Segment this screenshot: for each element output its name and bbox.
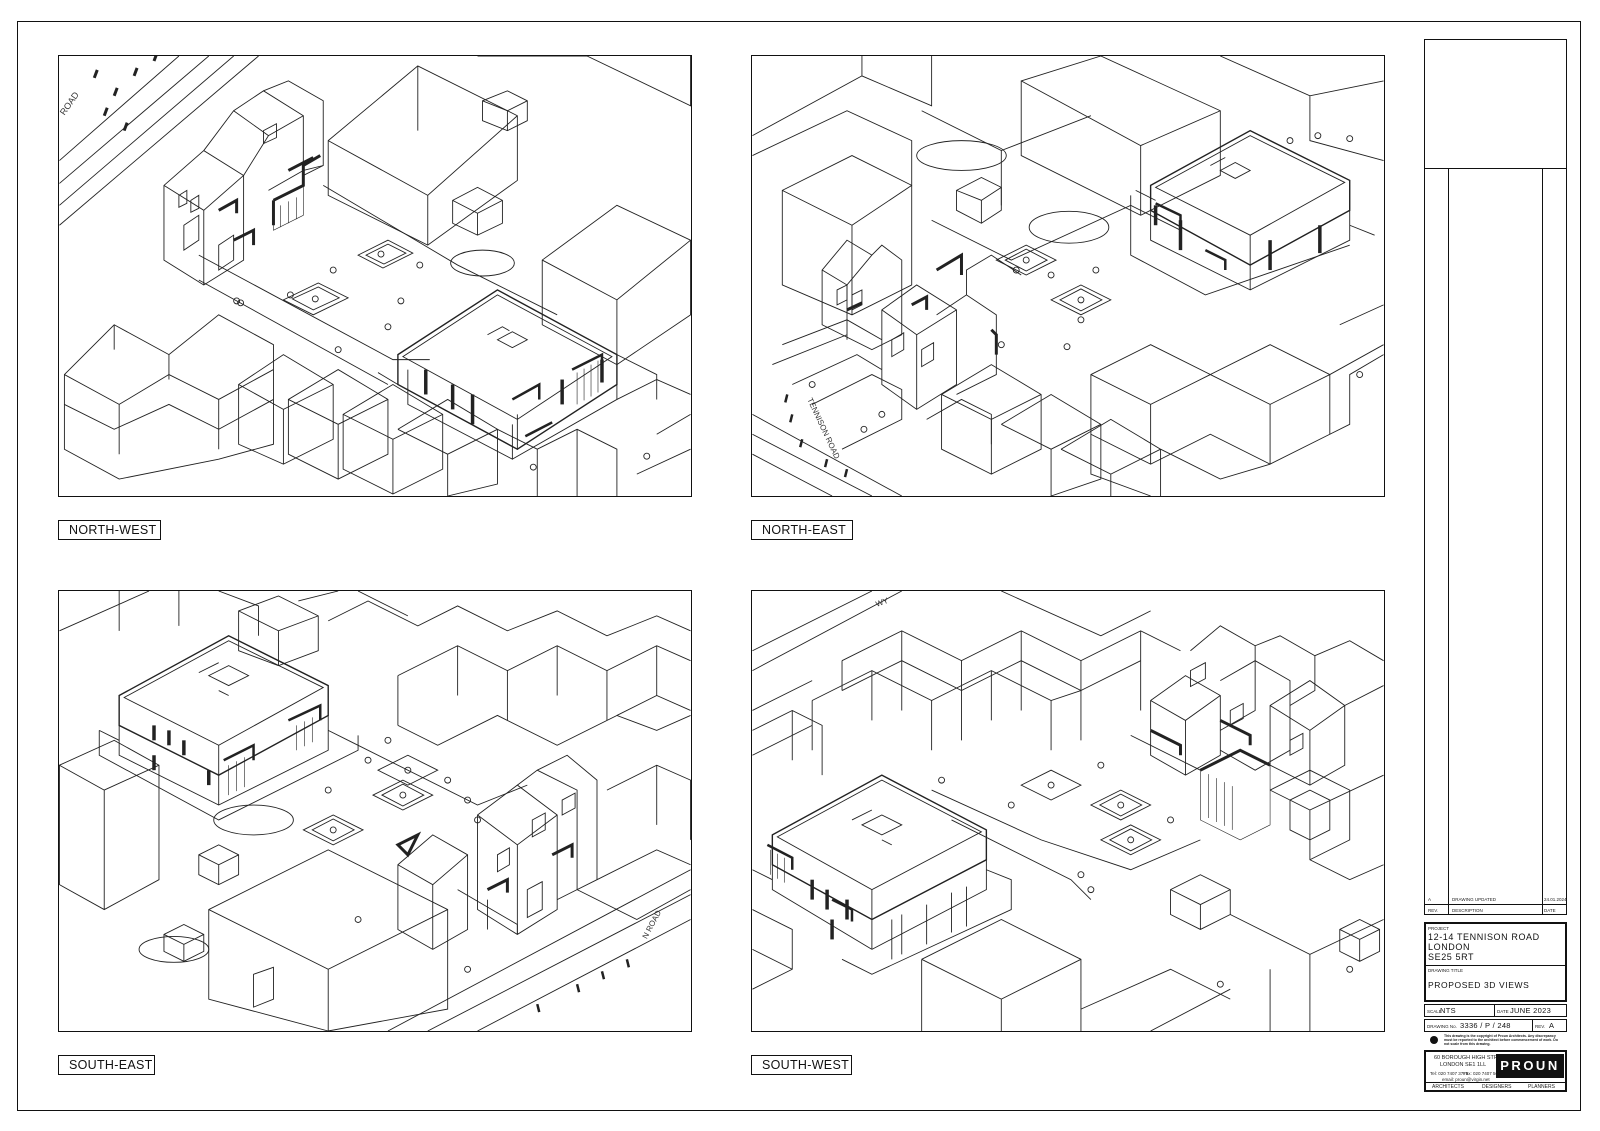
- project-line-2: LONDON: [1428, 942, 1471, 952]
- road-name-text: TENNISON ROAD: [805, 396, 841, 460]
- road-name-text: ROAD: [59, 90, 81, 117]
- revision-header-rev: REV.: [1428, 908, 1439, 913]
- rev-label: REV.: [1535, 1024, 1546, 1029]
- north-east-label: NORTH-EAST: [751, 520, 853, 540]
- revision-header-date: DATE: [1544, 908, 1556, 913]
- email: email: proun@virgin.net: [1442, 1077, 1490, 1082]
- scale-date-row: [1424, 1004, 1567, 1017]
- discipline-divider: [1424, 1082, 1567, 1083]
- south-west-label: SOUTH-WEST: [751, 1055, 852, 1075]
- date-label: DATE: [1497, 1009, 1509, 1014]
- north-arrow-icon: [1430, 1036, 1438, 1044]
- proun-logo: PROUN: [1496, 1054, 1564, 1078]
- north-east-drawing: TENNISON ROAD: [752, 56, 1384, 496]
- south-west-drawing: WY: [752, 591, 1384, 1031]
- company-block: [1424, 1050, 1567, 1092]
- discipline-designers: DESIGNERS: [1482, 1084, 1512, 1090]
- project-line-3: SE25 5RT: [1428, 952, 1475, 962]
- project-title-block: [1424, 922, 1567, 1002]
- discipline-planners: PLANNERS: [1528, 1084, 1555, 1090]
- road-name-text: WY: [874, 596, 890, 609]
- drawing-title: PROPOSED 3D VIEWS: [1428, 980, 1530, 990]
- title-divider: [1424, 965, 1567, 966]
- discipline-architects: ARCHITECTS: [1432, 1084, 1464, 1090]
- drawing-no-value: 3336 / P / 248: [1460, 1021, 1511, 1030]
- revision-panel-divider: [1424, 168, 1567, 170]
- north-west-drawing: ROAD: [59, 56, 691, 496]
- copyright-note: This drawing is the copyright of Proun A…: [1444, 1034, 1558, 1046]
- drawing-number-row: [1424, 1019, 1567, 1032]
- north-west-view: ROAD: [58, 55, 692, 497]
- revision-date: 24.01.2024: [1544, 897, 1567, 902]
- fax: Fax: 020 7407 5664: [1463, 1071, 1504, 1076]
- drawing-no-label: DRAWING No.: [1427, 1024, 1457, 1029]
- revision-row-line: [1424, 904, 1567, 905]
- north-east-view: TENNISON ROAD: [751, 55, 1385, 497]
- south-west-view: WY: [751, 590, 1385, 1032]
- revision-column-line: [1448, 168, 1449, 915]
- south-east-label: SOUTH-EAST: [58, 1055, 155, 1075]
- drawing-number-divider: [1532, 1019, 1533, 1032]
- north-west-label: NORTH-WEST: [58, 520, 161, 540]
- rev-value: A: [1549, 1021, 1555, 1030]
- revision-column-line: [1542, 168, 1543, 915]
- drawing-title-label: DRAWING TITLE: [1428, 968, 1464, 973]
- scale-value: NTS: [1440, 1006, 1456, 1015]
- scale-label: SCALE: [1427, 1009, 1442, 1014]
- south-east-view: N ROAD: [58, 590, 692, 1032]
- revision-description: DRAWING UPDATED: [1452, 897, 1497, 902]
- date-value: JUNE 2023: [1510, 1006, 1552, 1015]
- scale-date-divider: [1494, 1004, 1495, 1017]
- project-line-1: 12-14 TENNISON ROAD: [1428, 932, 1540, 942]
- south-east-drawing: N ROAD: [59, 591, 691, 1031]
- revision-header-description: DESCRIPTION: [1452, 908, 1483, 913]
- address-line-2: LONDON SE1 1LL: [1440, 1062, 1487, 1068]
- address-line-1: 60 BOROUGH HIGH STREET: [1434, 1055, 1509, 1061]
- revision-panel: [1424, 39, 1567, 915]
- project-label: PROJECT: [1428, 926, 1450, 931]
- drawing-sheet-border: [17, 21, 1581, 1111]
- revision-rev: A: [1428, 897, 1432, 902]
- telephone: Tel: 020 7407 3775: [1430, 1071, 1469, 1076]
